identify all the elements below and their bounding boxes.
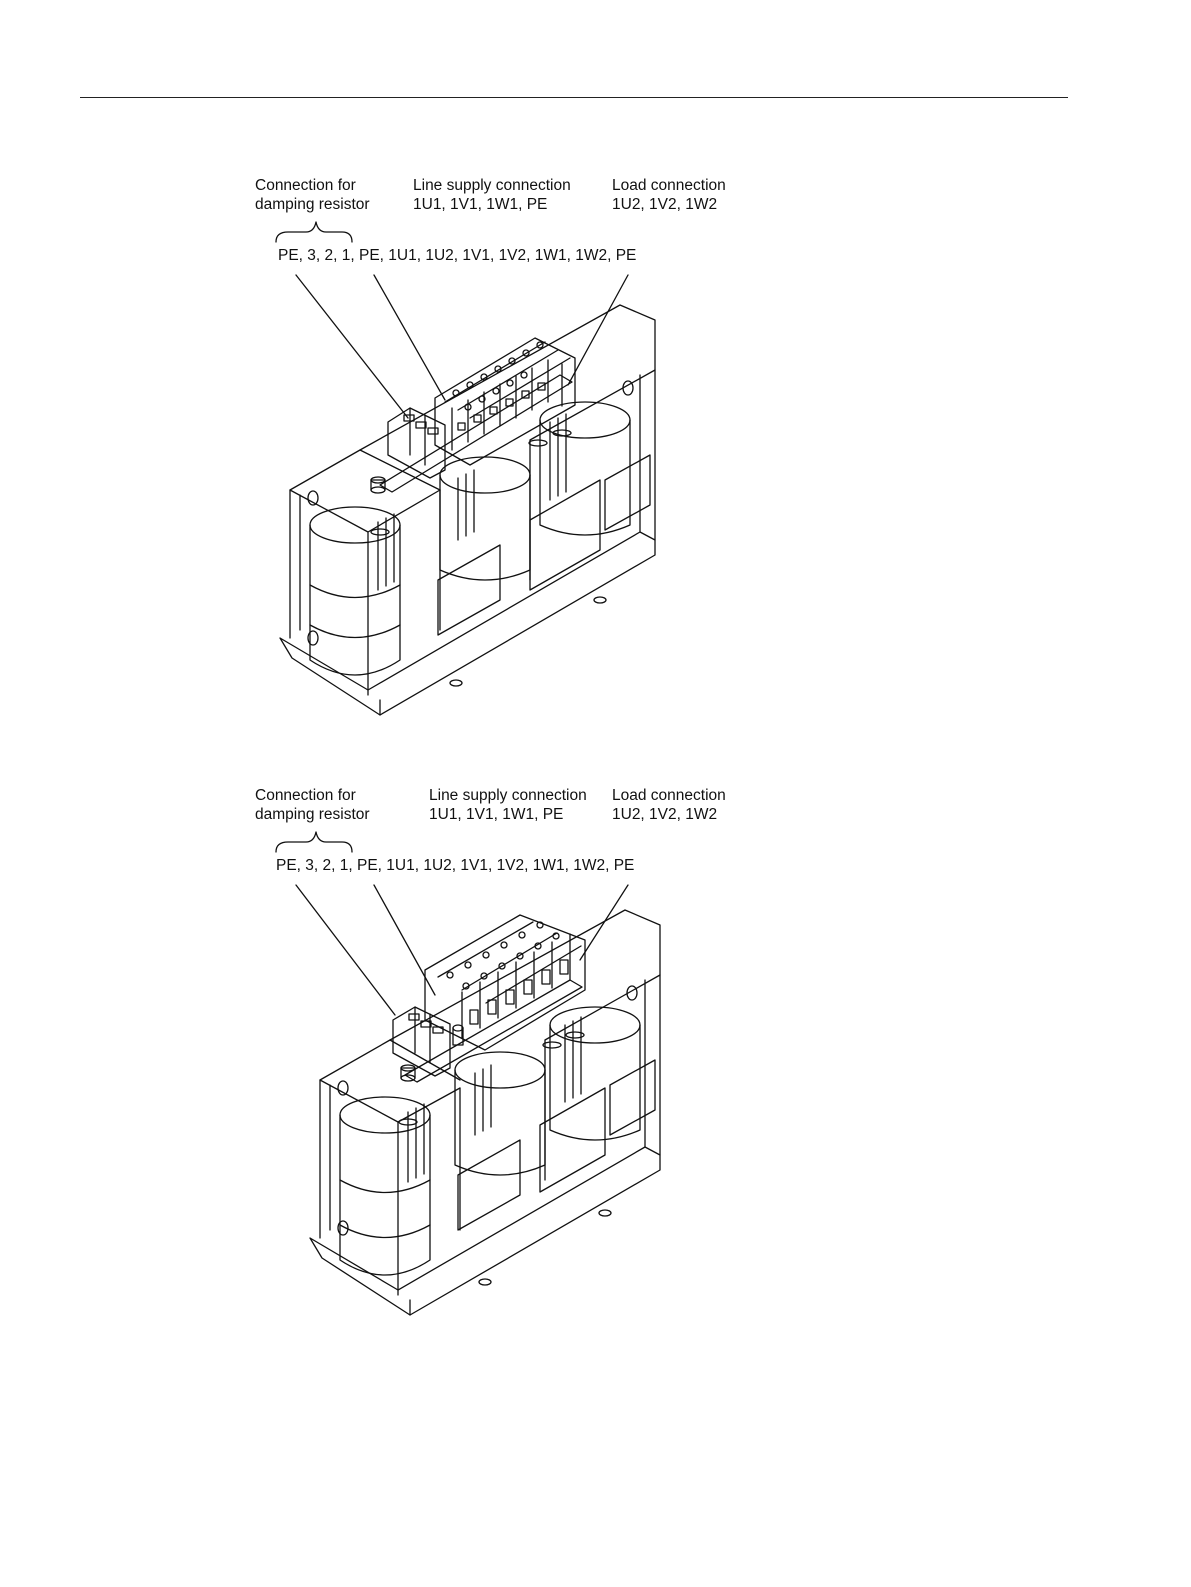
leader-load [568, 275, 628, 385]
pe-bolt [401, 1065, 415, 1081]
leader-line-supply [374, 885, 435, 995]
damping-brace [276, 832, 352, 852]
supply-terminals [435, 338, 575, 465]
leader-damping [296, 885, 395, 1015]
terminal-sequence: PE, 3, 2, 1, PE, 1U1, 1U2, 1V1, 1V2, 1W1… [278, 247, 637, 264]
coils [340, 1007, 640, 1275]
base-plate [310, 1147, 660, 1315]
cage-right [440, 370, 655, 630]
reactor-drawing-2 [200, 770, 840, 1360]
coils [310, 402, 630, 675]
pe-bolt [371, 477, 385, 493]
reactor-drawing-1 [200, 160, 840, 750]
cage-left [320, 1080, 460, 1295]
damping-brace [276, 222, 352, 242]
damping-terminals [388, 408, 445, 478]
leader-line-supply [374, 275, 445, 400]
base-plate [280, 532, 655, 715]
leader-load [580, 885, 628, 960]
cage-left [290, 490, 440, 695]
damping-terminals [393, 1007, 463, 1076]
header-rule [80, 97, 1068, 98]
terminal-sequence: PE, 3, 2, 1, PE, 1U1, 1U2, 1V1, 1V2, 1W1… [276, 857, 635, 874]
din-rail [405, 980, 582, 1082]
supply-terminals [425, 915, 585, 1050]
leader-damping [296, 275, 408, 418]
